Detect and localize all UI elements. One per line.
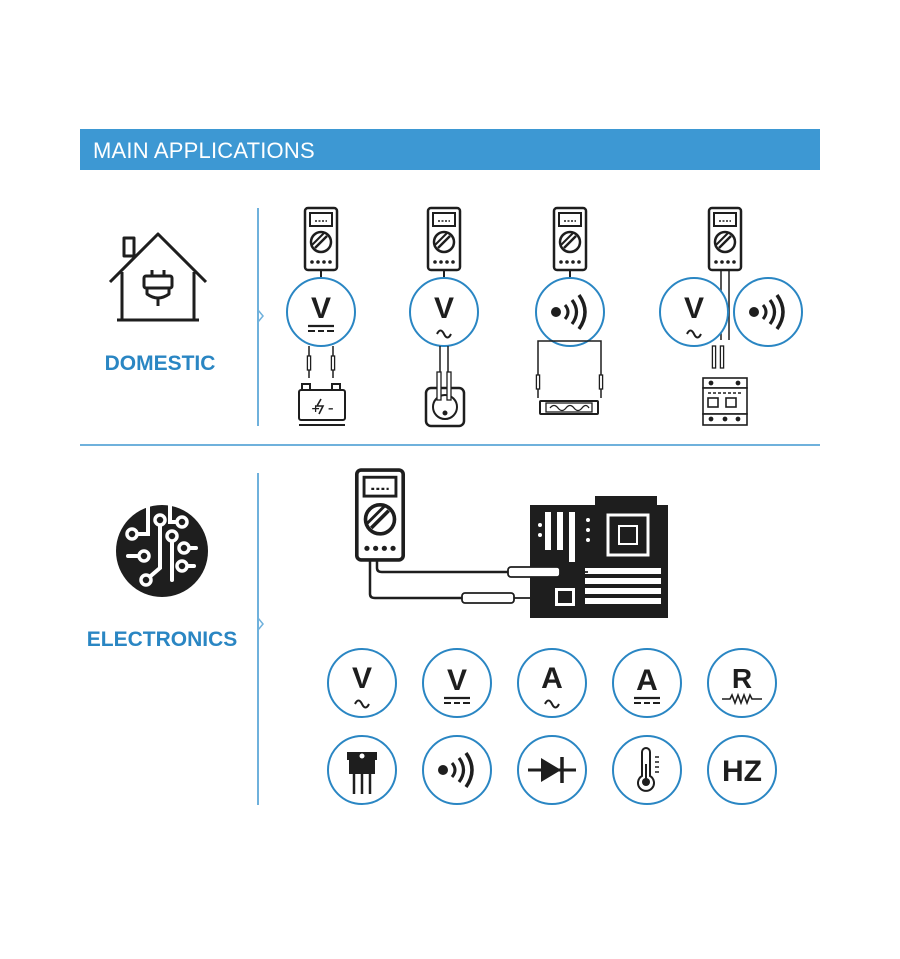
ac-current-badge: A [517, 648, 587, 718]
domestic-breaker-test: V [659, 206, 803, 426]
house-plug-icon [108, 232, 208, 322]
diode-badge [517, 735, 587, 805]
ac-voltage-badge [409, 277, 479, 347]
svg-text:+: + [311, 402, 320, 415]
svg-text:–: – [328, 402, 334, 415]
frequency-badge: HZ [707, 735, 777, 805]
pcb-board-icon [530, 496, 668, 618]
continuity-badge [733, 277, 803, 347]
multimeter-icon [426, 206, 462, 272]
probe-red [507, 566, 588, 578]
function-badges-row-2: HZ [327, 735, 777, 805]
domestic-bracket-line [257, 208, 259, 426]
svg-text:V: V [447, 664, 467, 697]
probe-black [461, 592, 550, 604]
dc-voltage-badge [286, 277, 356, 347]
electronics-label: ELECTRONICS [86, 628, 238, 651]
section-divider [80, 444, 820, 446]
wall-socket-icon [424, 371, 466, 428]
dc-voltage-badge: V [422, 648, 492, 718]
domestic-label: DOMESTIC [104, 352, 216, 375]
ac-volt-symbol: V [434, 292, 454, 325]
continuity-badge [535, 277, 605, 347]
multimeter-icon [354, 468, 406, 562]
svg-text:V: V [352, 662, 372, 695]
resistance-badge: R [707, 648, 777, 718]
transistor-badge [327, 735, 397, 805]
header-banner: MAIN APPLICATIONS [80, 129, 820, 170]
temperature-badge [612, 735, 682, 805]
dc-current-badge: A [612, 648, 682, 718]
electronics-pcb-test [354, 468, 668, 618]
multimeter-icon [552, 206, 588, 272]
dc-volt-symbol: V [311, 292, 331, 325]
continuity-badge [422, 735, 492, 805]
ac-volt-symbol: V [684, 292, 704, 325]
electronics-bracket-tip [257, 617, 264, 631]
domestic-continuity-test [535, 206, 605, 415]
circuit-board-icon [116, 504, 208, 597]
function-badges-row-1: V V A A R [327, 648, 777, 718]
fuse-icon [539, 400, 599, 415]
electronics-bracket-line [257, 473, 259, 805]
battery-icon [298, 383, 346, 426]
circuit-breaker-icon [702, 377, 748, 426]
domestic-bracket-tip [257, 309, 264, 323]
multimeter-icon [707, 206, 743, 272]
header-title: MAIN APPLICATIONS [93, 138, 315, 163]
domestic-dc-voltage-test: V + – [286, 206, 356, 426]
svg-text:R: R [732, 663, 752, 694]
svg-text:A: A [636, 664, 658, 697]
svg-text:A: A [541, 662, 563, 695]
svg-text:HZ: HZ [722, 755, 762, 788]
multimeter-icon [303, 206, 339, 272]
ac-voltage-badge [659, 277, 729, 347]
ac-voltage-badge: V [327, 648, 397, 718]
domestic-ac-voltage-test: V [409, 206, 479, 428]
